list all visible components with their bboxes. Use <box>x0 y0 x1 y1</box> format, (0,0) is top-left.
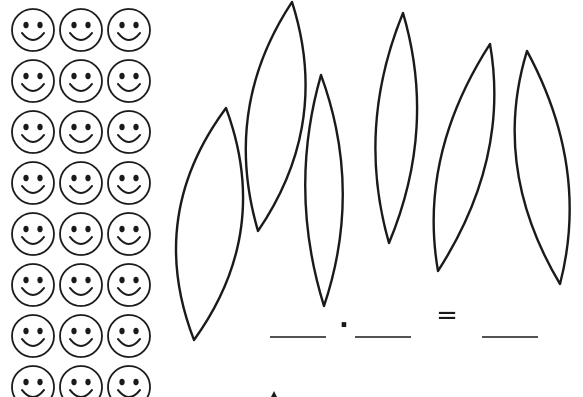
leaf-group <box>174 0 571 342</box>
smiley-face-icon <box>59 8 103 52</box>
smiley-face-icon <box>59 212 103 256</box>
smiley-face-icon <box>59 110 103 154</box>
leaf-4 <box>374 11 419 245</box>
leaf-5 <box>432 42 496 273</box>
smiley-face-icon <box>107 314 151 358</box>
smiley-face-icon <box>59 365 103 397</box>
smiley-face-icon <box>11 161 55 205</box>
smiley-face-icon <box>107 59 151 103</box>
smiley-face-icon <box>59 314 103 358</box>
smiley-face-icon <box>107 8 151 52</box>
smiley-face-icon <box>59 161 103 205</box>
leaf-6 <box>513 49 571 286</box>
smiley-face-icon <box>107 365 151 397</box>
cut-off-mark <box>271 391 277 397</box>
smiley-face-icon <box>107 263 151 307</box>
equation-row: · = <box>270 301 538 341</box>
smiley-face-icon <box>59 263 103 307</box>
smiley-face-icon <box>11 8 55 52</box>
equals-sign: = <box>436 301 458 331</box>
smiley-face-grid <box>11 8 151 397</box>
smiley-face-icon <box>11 110 55 154</box>
leaf-3 <box>304 73 344 308</box>
smiley-face-icon <box>107 212 151 256</box>
multiplication-dot: · <box>339 311 349 341</box>
smiley-face-icon <box>11 365 55 397</box>
leaf-1 <box>174 106 245 342</box>
leaf-2 <box>244 0 307 233</box>
smiley-face-icon <box>11 59 55 103</box>
smiley-face-icon <box>11 212 55 256</box>
smiley-face-icon <box>107 110 151 154</box>
smiley-face-icon <box>11 314 55 358</box>
smiley-face-icon <box>59 59 103 103</box>
smiley-face-icon <box>11 263 55 307</box>
smiley-face-icon <box>107 161 151 205</box>
